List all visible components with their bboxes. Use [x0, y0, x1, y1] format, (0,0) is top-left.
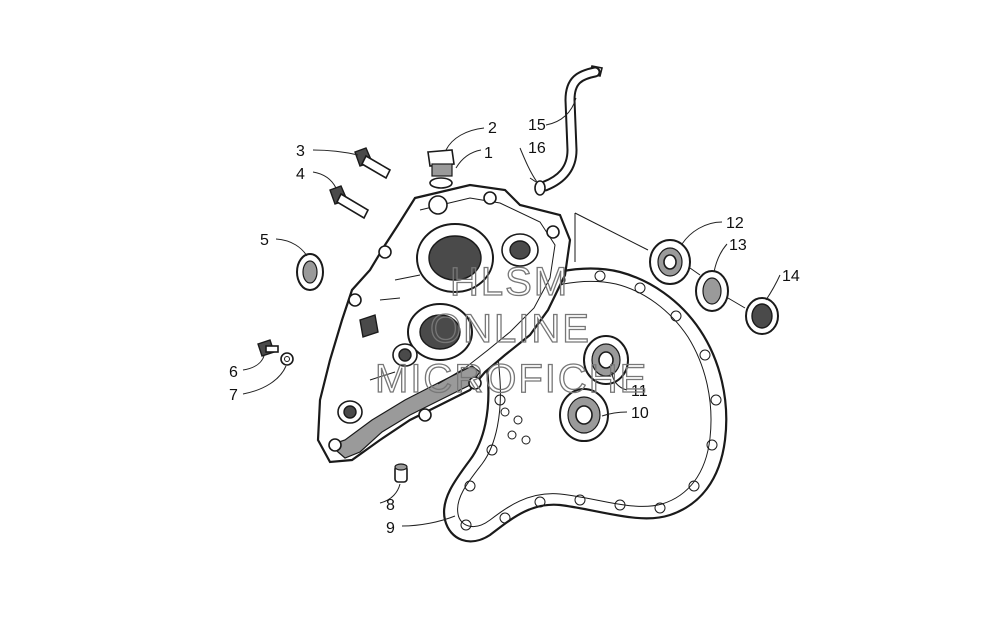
- callout-9: 9: [386, 520, 395, 537]
- watermark-line-1: HLSM: [450, 260, 569, 304]
- callout-10: 10: [631, 405, 649, 422]
- callout-14: 14: [782, 268, 800, 285]
- callout-5: 5: [260, 232, 269, 249]
- callout-6: 6: [229, 364, 238, 381]
- bearing-upper: [583, 335, 629, 385]
- dowel-pin: [394, 463, 408, 483]
- crankcase-cover: [316, 183, 572, 464]
- screw: [257, 339, 279, 357]
- bearing-right: [649, 239, 691, 285]
- gasket-bolt-holes: [460, 270, 722, 531]
- spacer-ring: [695, 270, 729, 312]
- bolt-lower: [329, 185, 370, 220]
- breather-hose: [539, 65, 603, 192]
- callout-11: 11: [631, 383, 648, 400]
- callout-2: 2: [488, 120, 497, 137]
- callout-8: 8: [386, 497, 395, 514]
- plug: [427, 149, 455, 189]
- watermark-line-3: MICROFICHE: [375, 357, 648, 401]
- gasket: [442, 267, 728, 543]
- reference-lines: [574, 212, 746, 309]
- callout-4: 4: [296, 166, 305, 183]
- seal-left: [296, 253, 324, 291]
- callout-3: 3: [296, 143, 305, 160]
- watermark: HLSM ONLINE MICROFICHE: [374, 259, 648, 401]
- watermark-line-2: ONLINE: [430, 307, 591, 351]
- hose-clamp: [529, 177, 546, 196]
- callout-7: 7: [229, 387, 238, 404]
- callout-15: 15: [528, 117, 546, 134]
- collar: [745, 297, 779, 335]
- callout-16: 16: [528, 140, 546, 157]
- callout-12: 12: [726, 215, 744, 232]
- callout-labels: 1 2 3 4 5 6 7 8 9 10 11 12 13 14 15 16: [229, 117, 800, 537]
- bolt-upper: [354, 147, 392, 180]
- bearing-lower: [559, 388, 609, 442]
- callout-1: 1: [484, 145, 493, 162]
- washer: [280, 352, 294, 366]
- leader-lines: [242, 97, 781, 527]
- callout-13: 13: [729, 237, 747, 254]
